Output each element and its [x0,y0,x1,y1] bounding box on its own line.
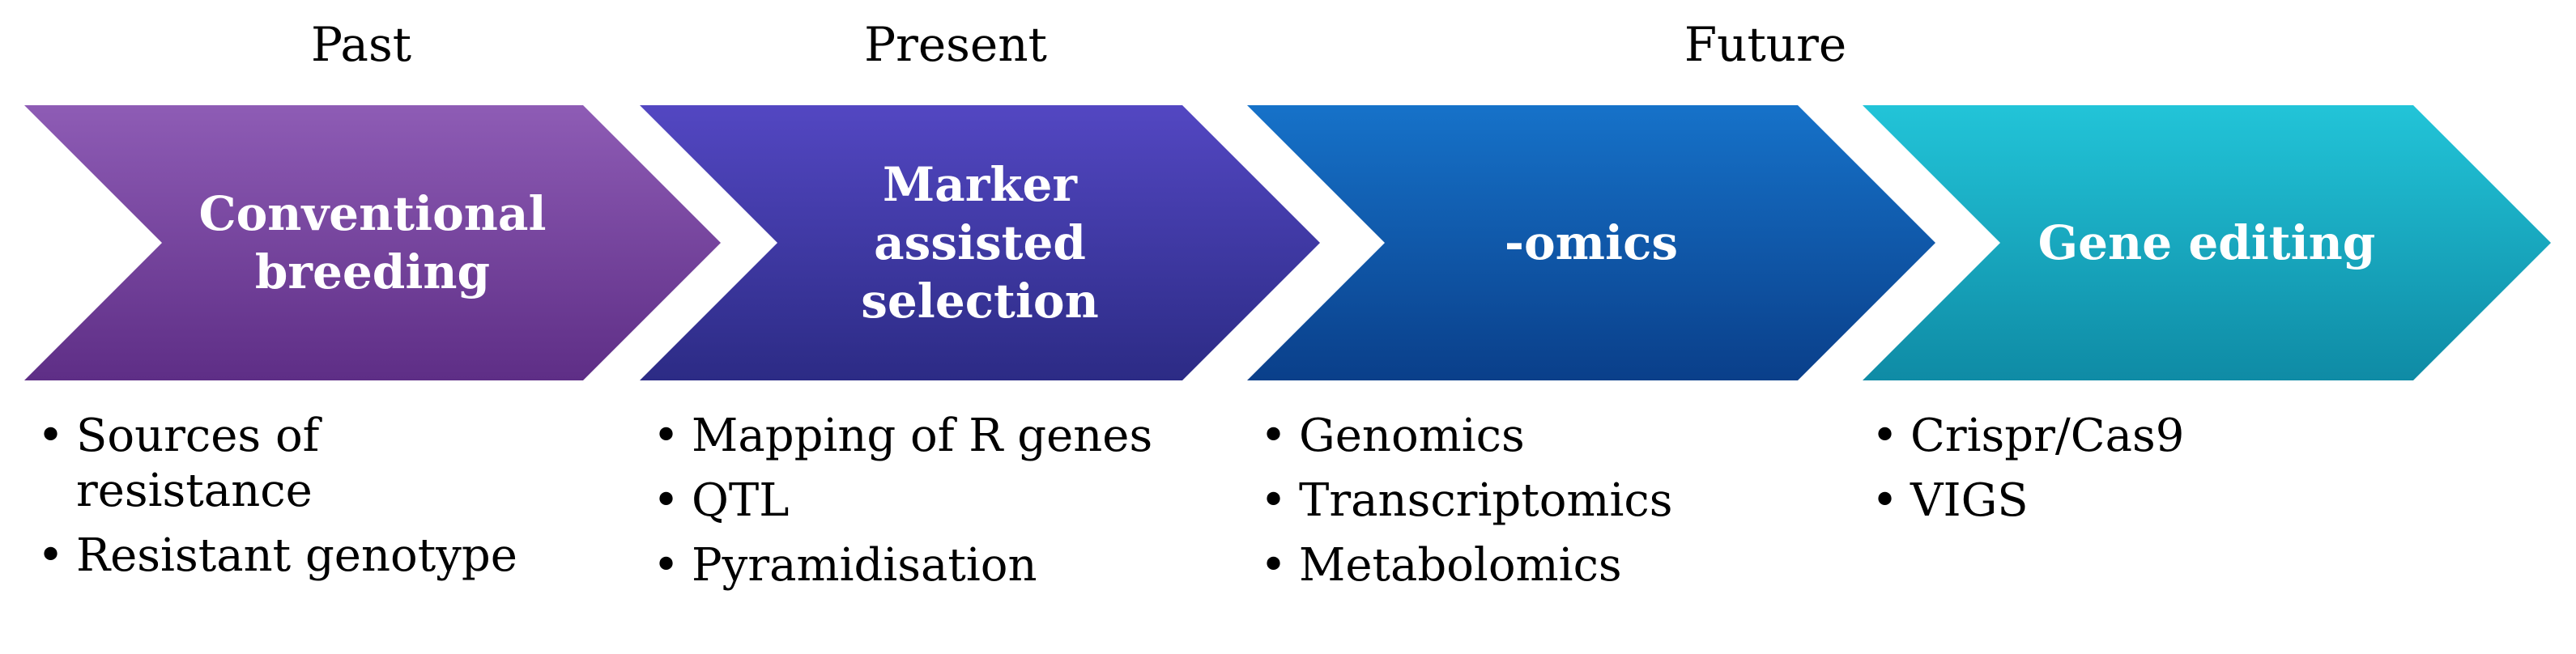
list-item: QTL [648,474,1231,529]
stage-3-title-line: -omics [1504,215,1679,270]
stage-4-title: Gene editing [2000,105,2413,380]
chevron-stage-1 [24,105,721,380]
list-item: Crispr/Cas9 [1867,409,2450,464]
list-item: Pyramidisation [648,538,1231,593]
chevron-stage-4 [1863,105,2551,380]
list-item: VIGS [1867,474,2450,529]
list-item: Mapping of R genes [648,409,1231,464]
list-item: Resistant genotype [32,529,583,584]
stage-2-title-line: Marker [882,157,1077,212]
stage-2-title-line: selection [861,274,1099,329]
chevron-stage-2 [640,105,1320,380]
stage-4-bullets: Crispr/Cas9 VIGS [1867,409,2450,538]
stage-3-bullets: Genomics Transcriptomics Metabolomics [1255,409,1838,603]
stage-1-title-line: breeding [254,244,491,299]
stage-1-title-line: Conventional [198,186,547,241]
stage-2-title-line: assisted [874,215,1086,270]
era-label-past: Past [310,17,412,72]
list-item: Metabolomics [1255,538,1838,593]
list-item: Transcriptomics [1255,474,1838,529]
stage-1-title: Conventional breeding [162,105,583,380]
chevron-stage-3 [1247,105,1935,380]
stage-2-bullets: Mapping of R genes QTL Pyramidisation [648,409,1231,603]
stage-1-bullets: Sources of resistance Resistant genotype [32,409,583,593]
list-item: Genomics [1255,409,1838,464]
era-label-present: Present [864,17,1047,72]
stage-2-title: Marker assisted selection [777,105,1182,380]
list-item: Sources of resistance [32,409,416,519]
stage-3-title: -omics [1385,105,1798,380]
era-label-future: Future [1684,17,1847,72]
stage-4-title-line: Gene editing [2037,215,2376,270]
